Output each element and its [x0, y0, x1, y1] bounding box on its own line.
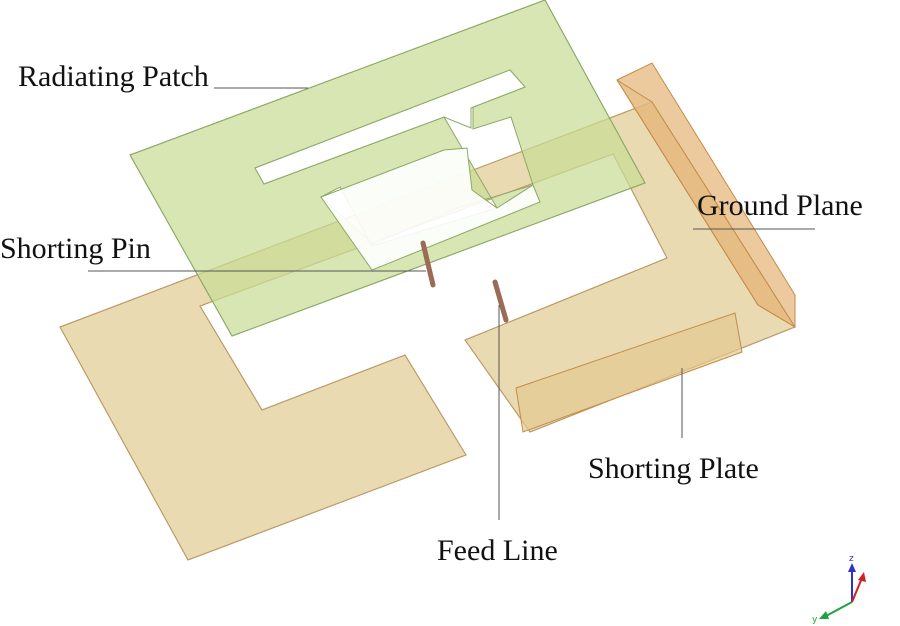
shorting-pin — [420, 240, 436, 288]
radiating-patch-outline — [129, 0, 646, 337]
shorting-plate — [515, 312, 743, 433]
patch-slot — [254, 69, 526, 185]
axis-y-label: y — [812, 615, 818, 625]
ground-plane-side-wall-face — [616, 79, 796, 328]
label-ground-plane: Ground Plane — [697, 189, 863, 222]
label-radiating-patch: Radiating Patch — [18, 60, 209, 93]
label-shorting-pin: Shorting Pin — [0, 232, 151, 265]
axis-triad: z y — [812, 554, 866, 625]
label-feed-line: Feed Line — [437, 534, 558, 567]
feed-line — [492, 279, 509, 323]
radiating-patch — [129, 0, 646, 337]
patch-slot-stem — [320, 147, 541, 271]
label-shorting-plate: Shorting Plate — [588, 452, 759, 485]
axis-z-label: z — [849, 554, 854, 564]
